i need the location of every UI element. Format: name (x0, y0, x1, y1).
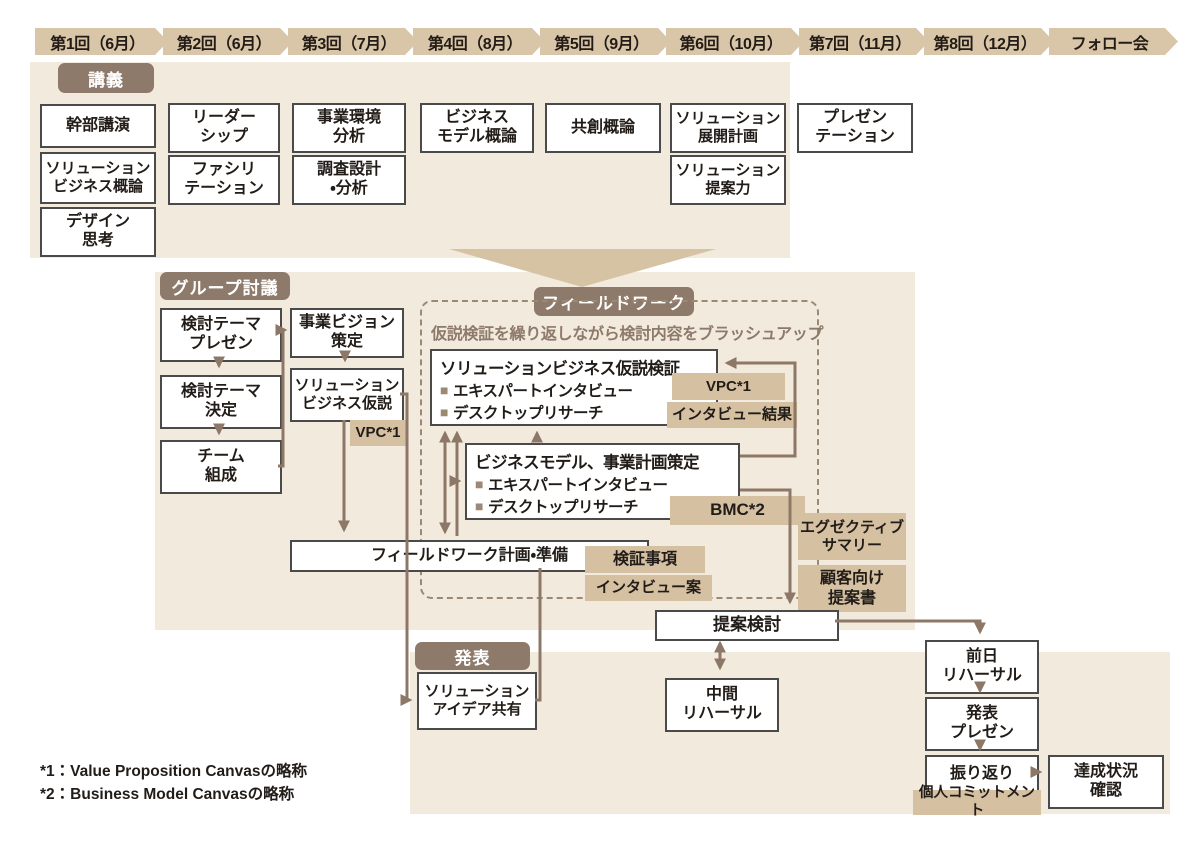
footnote-bmc: *2：Business Model Canvasの略称 (40, 786, 295, 803)
lecture-panel (30, 62, 790, 258)
bmc-label: BMC*2 (670, 496, 805, 525)
group-box-team-formation: チーム 組成 (160, 440, 282, 494)
footnote-vpc: *1：Value Proposition Canvasの略称 (40, 763, 308, 780)
section-tag-fieldwork: フィールドワーク (534, 287, 694, 316)
timeline-session-1: 第1回（6月） (35, 28, 168, 55)
timeline-session-followup: フォロー会 (1049, 28, 1178, 55)
lecture-box-business-model-intro: ビジネス モデル概論 (420, 103, 534, 153)
vpc-label-group: VPC*1 (350, 420, 406, 446)
timeline-session-3: 第3回（7月） (288, 28, 418, 55)
timeline-session-5: 第5回（9月） (540, 28, 671, 55)
day-before-rehearsal-box: 前日 リハーサル (925, 640, 1039, 694)
lecture-box-executive-talk: 幹部講演 (40, 104, 156, 148)
personal-commitment-label: 個人コミットメント (913, 785, 1041, 819)
business-model-plan-box: ビジネスモデル、事業計画策定 ■エキスパートインタビュー ■デスクトップリサーチ (465, 443, 740, 520)
lecture-box-solution-rollout-plan: ソリューション 展開計画 (670, 103, 786, 153)
hypothesis-verification-title: ソリューションビジネス仮説検証 (440, 360, 680, 378)
final-presentation-box: 発表 プレゼン (925, 697, 1039, 751)
customer-proposal-label: 顧客向け 提案書 (798, 565, 906, 612)
group-box-theme-presentation: 検討テーマ プレゼン (160, 308, 282, 362)
lecture-box-facilitation: ファシリ テーション (168, 155, 280, 205)
lecture-box-cocreation-intro: 共創概論 (545, 103, 661, 153)
verification-items-label: 検証事項 (585, 546, 705, 573)
proposal-review-box: 提案検討 (655, 610, 839, 641)
group-box-theme-decision: 検討テーマ 決定 (160, 375, 282, 429)
timeline-session-4: 第4回（8月） (413, 28, 545, 55)
section-tag-group-discussion: グループ討議 (160, 272, 290, 300)
bullet-square-icon: ■ (440, 382, 448, 398)
vpc-label-fieldwork: VPC*1 (672, 373, 785, 400)
fieldwork-subtitle: 仮説検証を繰り返しながら検討内容をブラッシュアップ (431, 326, 824, 343)
bizmodel-item-expert-interview: エキスパートインタビュー (487, 477, 668, 494)
solution-idea-sharing-box: ソリューション アイデア共有 (417, 672, 537, 730)
lecture-box-solution-business-intro: ソリューション ビジネス概論 (40, 152, 156, 204)
lecture-box-presentation: プレゼン テーション (797, 103, 913, 153)
hypothesis-item-expert-interview: エキスパートインタビュー (452, 383, 633, 400)
lecture-box-research-design: 調査設計 ・分析 (292, 155, 406, 205)
section-tag-lecture: 講義 (58, 63, 154, 93)
lecture-box-business-env-analysis: 事業環境 分析 (292, 103, 406, 153)
timeline-session-6: 第6回（10月） (666, 28, 804, 55)
group-box-solution-hypothesis: ソリューション ビジネス仮説 (290, 368, 404, 422)
lecture-box-leadership: リーダー シップ (168, 103, 280, 153)
interim-rehearsal-box: 中間 リハーサル (665, 678, 779, 732)
executive-summary-label: エグゼクティブ サマリー (798, 513, 906, 560)
section-tag-presentation: 発表 (415, 642, 530, 670)
group-box-business-vision: 事業ビジョン 策定 (290, 308, 404, 358)
hypothesis-verification-box: ソリューションビジネス仮説検証 ■エキスパートインタビュー ■デスクトップリサー… (430, 349, 718, 426)
lecture-box-solution-proposal-skill: ソリューション 提案力 (670, 155, 786, 205)
bullet-square-icon: ■ (475, 476, 483, 492)
interview-result-label: インタビュー結果 (667, 402, 797, 428)
timeline-session-8: 第8回（12月） (924, 28, 1054, 55)
timeline-session-2: 第2回（6月） (163, 28, 293, 55)
bullet-square-icon: ■ (440, 404, 448, 420)
lecture-box-design-thinking: デザイン 思考 (40, 207, 156, 257)
bizmodel-item-desktop-research: デスクトップリサーチ (487, 499, 639, 516)
achievement-check-box: 達成状況 確認 (1048, 755, 1164, 809)
hypothesis-item-desktop-research: デスクトップリサーチ (452, 405, 604, 422)
business-model-plan-title: ビジネスモデル、事業計画策定 (475, 454, 700, 472)
bullet-square-icon: ■ (475, 498, 483, 514)
timeline-session-7: 第7回（11月） (799, 28, 929, 55)
interview-draft-label: インタビュー案 (585, 575, 712, 601)
